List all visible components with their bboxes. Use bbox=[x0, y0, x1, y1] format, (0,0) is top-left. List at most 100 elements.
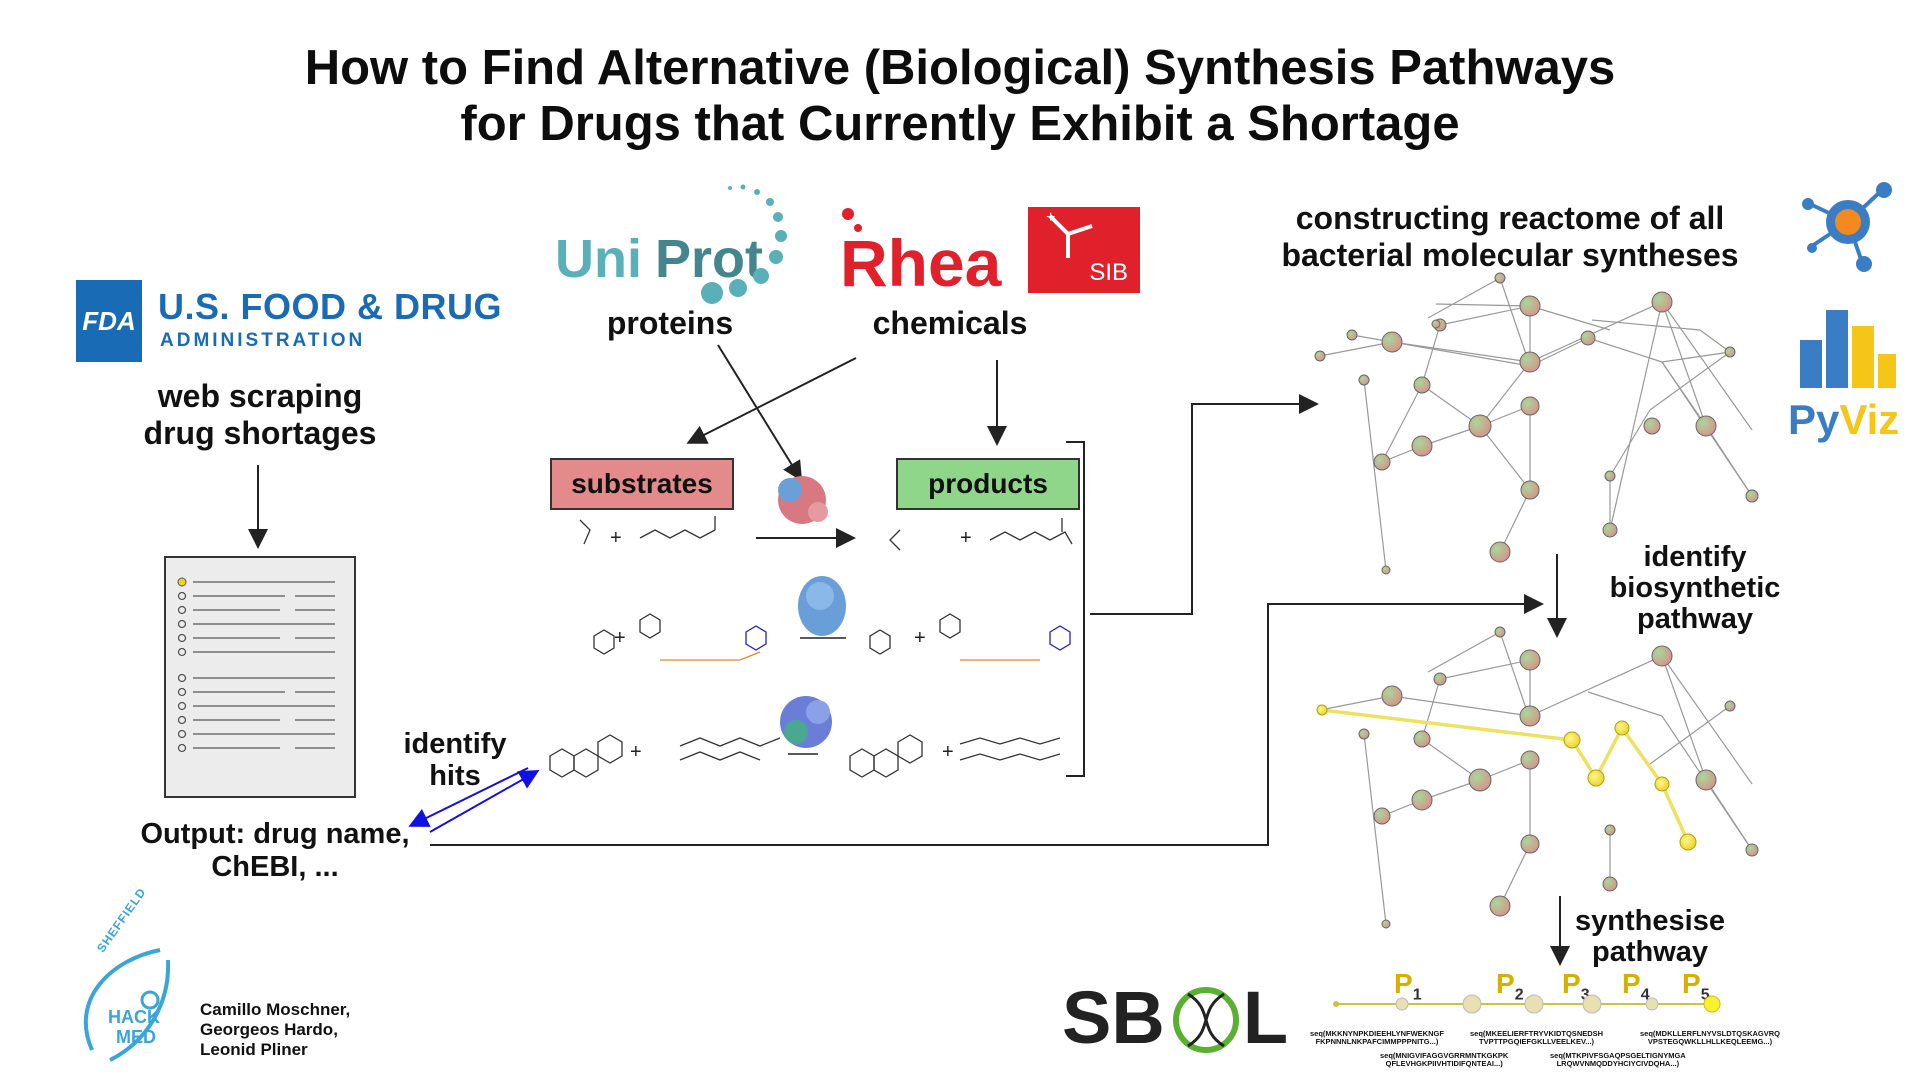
rhea-logo: Rhea SIB bbox=[840, 205, 1140, 300]
fda-name-line1: U.S. FOOD & DRUG bbox=[158, 286, 503, 327]
uniprot-logo: Uni Prot bbox=[555, 200, 795, 300]
sbol-right: L bbox=[1242, 976, 1289, 1059]
identify-path-line2: biosynthetic bbox=[1609, 572, 1781, 604]
rhea-text: Rhea bbox=[840, 226, 1002, 300]
identify-path-line3: pathway bbox=[1636, 603, 1754, 635]
seq-4-b: QFLEVHGKPIIVHTIDIFQNTEAI...) bbox=[1385, 1059, 1503, 1068]
chemicals-label: chemicals bbox=[872, 305, 1028, 341]
title-line-1: How to Find Alternative (Biological) Syn… bbox=[304, 41, 1616, 95]
highlighted-pathway-nodes bbox=[1316, 704, 1697, 851]
web-scraping-line2: drug shortages bbox=[143, 415, 377, 451]
part-p4-sub: 4 bbox=[1640, 986, 1650, 1004]
output-label: Output: drug name, ChEBI, ... bbox=[120, 818, 430, 884]
output-line2: ChEBI, ... bbox=[211, 851, 339, 883]
uniprot-uni: Uni bbox=[555, 229, 642, 289]
output-line1: Output: drug name, bbox=[140, 818, 410, 850]
svg-text:+: + bbox=[610, 527, 622, 549]
fda-logo: FDA U.S. FOOD & DRUG ADMINISTRATION bbox=[76, 280, 502, 362]
part-p3-sub: 3 bbox=[1580, 986, 1590, 1004]
identify-hits-label: identify hits bbox=[385, 728, 525, 792]
arrow-chemicals-to-substrates bbox=[686, 357, 857, 444]
part-p5-sub: 5 bbox=[1700, 986, 1710, 1004]
seq-2-b: TVPTTPGQIEFGKLLVEELKEV...) bbox=[1479, 1037, 1595, 1046]
pyviz-viz: Viz bbox=[1839, 396, 1900, 443]
pyviz-bars-icon bbox=[1800, 310, 1896, 388]
reactome-nodes bbox=[1314, 272, 1759, 575]
network-logo-icon bbox=[1802, 182, 1892, 272]
part-p4-label: P bbox=[1622, 968, 1641, 999]
svg-text:+: + bbox=[914, 627, 926, 649]
sib-text: SIB bbox=[1089, 259, 1128, 286]
document-icon bbox=[164, 556, 356, 798]
author-3: Leonid Pliner bbox=[200, 1040, 308, 1059]
part-p1-label: P bbox=[1394, 968, 1413, 999]
identify-path-line1: identify bbox=[1643, 541, 1747, 573]
hackmed-med: MED bbox=[116, 1027, 156, 1047]
identify-hits-line2: hits bbox=[429, 760, 481, 792]
seq-3-a: seq(MDKLLERFLNYVSLDTQSKAGVRQ bbox=[1640, 1029, 1781, 1038]
part-p5-label: P bbox=[1682, 968, 1701, 999]
seq-1-b: FKPNNNLNKPAFCIMMPPPNITG...) bbox=[1315, 1037, 1439, 1046]
svg-text:+: + bbox=[960, 527, 972, 549]
svg-text:+: + bbox=[614, 627, 626, 649]
authors: Camillo Moschner, Georgeos Hardo, Leonid… bbox=[200, 1000, 350, 1060]
synthesise-line1: synthesise bbox=[1575, 905, 1725, 937]
sbol-logo: SB L bbox=[1062, 978, 1302, 1058]
reactome-line1: constructing reactome of all bbox=[1295, 200, 1725, 236]
pyviz-logo-text: PyViz bbox=[1788, 396, 1899, 444]
highlighted-pathway bbox=[1321, 708, 1690, 843]
author-2: Georgeos Hardo, bbox=[200, 1020, 338, 1039]
enzyme-2-icon bbox=[798, 576, 846, 636]
arrow-to-reactome bbox=[1090, 394, 1319, 615]
part-p2-sub: 2 bbox=[1514, 986, 1524, 1004]
arrow-output-to-pathway bbox=[430, 594, 1544, 846]
title-line-2: for Drugs that Currently Exhibit a Short… bbox=[460, 97, 1460, 151]
identify-pathway-label: identify biosynthetic pathway bbox=[1590, 542, 1800, 635]
synthesise-line2: pathway bbox=[1591, 936, 1709, 968]
web-scraping-line1: web scraping bbox=[157, 378, 363, 414]
part-p2: P2 bbox=[1496, 968, 1524, 1005]
sbol-left: SB bbox=[1062, 976, 1165, 1059]
part-p1-sub: 1 bbox=[1412, 986, 1422, 1004]
hackmed-logo: SHEFFIELD HACK MED bbox=[78, 885, 188, 1065]
svg-text:+: + bbox=[942, 741, 954, 763]
uniprot-prot: Prot bbox=[655, 229, 763, 289]
seq-5-a: seq(MTKPIVFSGAQPSGELTIGNYMGA bbox=[1550, 1051, 1686, 1060]
part-p1: P1 bbox=[1394, 968, 1422, 1005]
fda-mark: FDA bbox=[76, 280, 142, 362]
hackmed-hack: HACK bbox=[108, 1007, 160, 1027]
pyviz-py: Py bbox=[1788, 396, 1840, 443]
seq-4-a: seq(MNIGVIFAGGVGRRMNTKGKPK bbox=[1380, 1051, 1509, 1060]
seq-5-b: LRQWVNMQDDYHCIYCIVDQHA...) bbox=[1556, 1059, 1680, 1068]
reactome-line2: bacterial molecular syntheses bbox=[1281, 237, 1739, 273]
part-p2-label: P bbox=[1496, 968, 1515, 999]
reaction-1-structures: + + bbox=[579, 516, 1073, 551]
products-box: products bbox=[896, 458, 1080, 510]
seq-2-a: seq(MKEELIERFTRYVKIDTQSNEDSH bbox=[1470, 1029, 1604, 1038]
part-p3: P3 bbox=[1562, 968, 1590, 1005]
enzyme-3-icon bbox=[780, 696, 832, 748]
reaction-3-structures: + + bbox=[549, 734, 1061, 778]
flow-arrows bbox=[248, 344, 1570, 966]
poster-title: How to Find Alternative (Biological) Syn… bbox=[0, 40, 1920, 152]
proteins-label: proteins bbox=[606, 305, 734, 341]
enzyme-1-icon bbox=[778, 476, 828, 524]
reactome-label: constructing reactome of all bacterial m… bbox=[1240, 200, 1780, 274]
part-p3-label: P bbox=[1562, 968, 1581, 999]
web-scraping-label: web scraping drug shortages bbox=[100, 378, 420, 452]
reaction-2-structures: + + bbox=[593, 613, 1071, 661]
part-p4: P4 bbox=[1622, 968, 1650, 1005]
part-p5: P5 bbox=[1682, 968, 1710, 1005]
identify-hits-line1: identify bbox=[403, 728, 507, 760]
pathway-nodes bbox=[1358, 626, 1759, 929]
seq-3-b: VPSTEGQWKLLHLLKEQLEEMG...) bbox=[1647, 1037, 1773, 1046]
synthesise-label: synthesise pathway bbox=[1560, 906, 1740, 968]
reactome-network bbox=[1319, 277, 1753, 571]
hackmed-sheffield: SHEFFIELD bbox=[94, 885, 149, 956]
sib-badge: SIB bbox=[1028, 207, 1140, 293]
